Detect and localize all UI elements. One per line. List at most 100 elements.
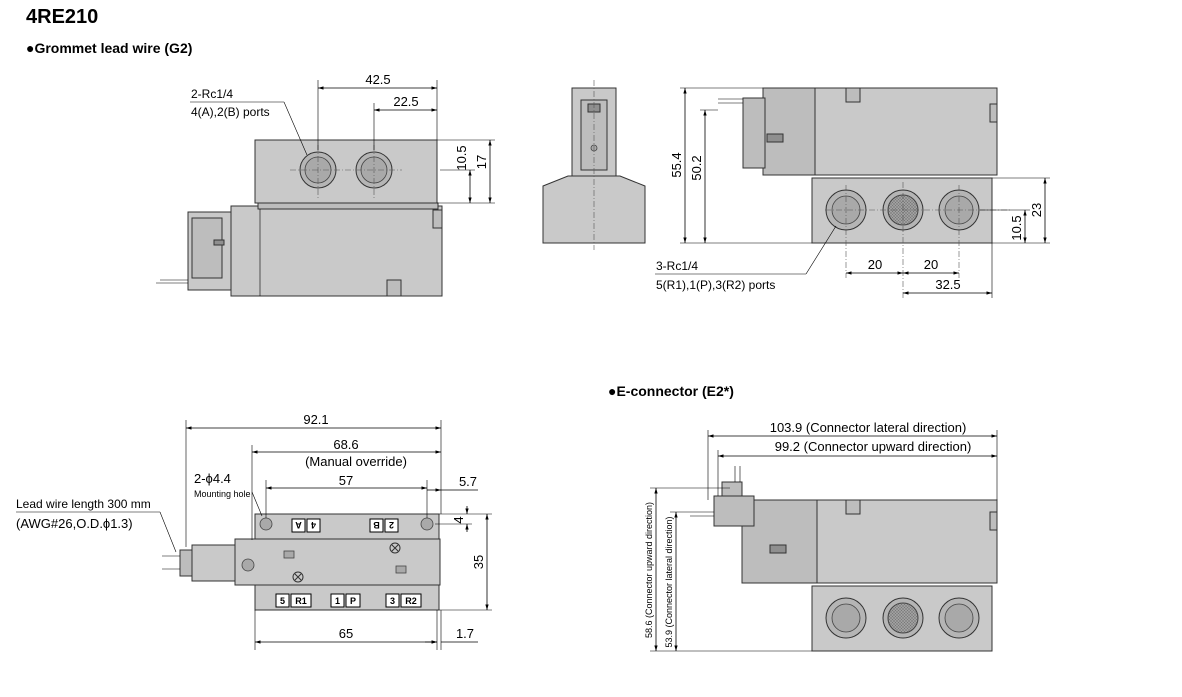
mark-text: 4 [311,520,316,530]
side-tab [845,87,861,103]
mark-box [306,518,321,533]
e-tab [845,499,861,515]
mark-text: 2 [389,520,394,530]
mark-box [290,593,312,608]
leader-line [805,225,837,275]
dim-22-5: 22.5 [393,94,418,109]
mark-box [330,593,345,608]
foot-tab [386,279,402,297]
port-mark-r1: 5 R1 [275,593,312,608]
mark-box [345,593,361,608]
dim-10-5-top: 10.5 [454,145,469,170]
mark-box [384,518,399,533]
dim-5-7: 5.7 [459,474,477,489]
dim-4: 4 [451,516,466,523]
e-end-tab [989,511,998,531]
side-indicator [766,133,784,143]
dim-53-9: 53.9 (Connector lateral direction) [664,516,674,647]
mark-box [400,593,422,608]
manual-override-label: (Manual override) [305,454,407,469]
leader-line [251,491,263,517]
ports-ab-note-2: 4(A),2(B) ports [191,105,270,119]
dim-20-right: 20 [924,257,938,272]
lead-wire-note-2: (AWG#26,O.D.ϕ1.3) [16,516,133,531]
manual-override-b [389,542,401,554]
mounting-hole-right [420,517,434,531]
leader-line [283,101,308,156]
ports-prr-note-1: 3-Rc1/4 [656,259,698,273]
e-port-inner [944,603,974,633]
valve-body [230,205,443,297]
end-cap-tab [432,209,443,229]
dim-58-6: 58.6 (Connector upward direction) [644,502,654,638]
mounting-hole-note-2: Mounting hole [194,489,251,499]
dim-20-left: 20 [868,257,882,272]
port-mark-r2: 3 R2 [385,593,422,608]
top-label-plate [283,550,295,559]
end-view-grommet [542,80,646,250]
top-body [234,538,441,586]
dim-23: 23 [1029,203,1044,217]
top-port-plate [254,513,440,540]
e-port-mesh [887,602,919,634]
dim-50-2: 50.2 [689,155,704,180]
gasket [257,202,439,210]
dim-99-2: 99.2 (Connector upward direction) [775,439,972,454]
dim-68-6: 68.6 [333,437,358,452]
side-solenoid [762,87,816,176]
manual-override-a [292,571,304,583]
dim-32-5: 32.5 [935,277,960,292]
front-view-grommet: 42.5 22.5 10.5 17 2-Rc1/4 4(A),2(B) port… [156,72,495,297]
mark-text: A [295,520,302,530]
e-connector-head [713,495,755,527]
section-title-grommet: ●Grommet lead wire (G2) [26,40,193,56]
e-indicator [769,544,787,554]
dim-42-5: 42.5 [365,72,390,87]
side-view-grommet: 55.4 50.2 10.5 23 20 20 32.5 3-Rc1/4 5(R… [655,87,1050,298]
dim-10-5-side: 10.5 [1009,215,1024,240]
mark-box [291,518,306,533]
dim-65: 65 [339,626,353,641]
port-mark-a: A 4 [291,518,321,533]
e-port-inner [831,603,861,633]
override-mark [294,573,302,581]
page-title: 4RE210 [26,6,99,28]
port-mark-p: 1 P [330,593,361,608]
side-end-tab [989,103,998,123]
dim-103-9: 103.9 (Connector lateral direction) [770,420,967,435]
top-label-plate [395,565,407,574]
ports-ab-note-1: 2-Rc1/4 [191,87,233,101]
top-view-grommet: A 4 B 2 5 R1 1 P 3 R2 [16,412,492,650]
mark-text: B [373,520,380,530]
mark-text: 5 [280,596,285,606]
ports-prr-note-2: 5(R1),1(P),3(R2) ports [656,278,775,292]
mark-text: R1 [295,596,307,606]
top-screw [241,558,255,572]
mark-text: 3 [390,596,395,606]
dim-35: 35 [471,555,486,569]
section-title-e-connector: ●E-connector (E2*) [608,383,734,399]
dim-57: 57 [339,473,353,488]
dim-55-4: 55.4 [669,152,684,177]
side-view-e-connector: 103.9 (Connector lateral direction) 99.2… [644,420,998,652]
mark-box [275,593,290,608]
dim-17: 17 [474,155,489,169]
dim-92-1: 92.1 [303,412,328,427]
grommet-connector [191,544,236,582]
grommet [179,549,193,577]
mounting-hole-note-1: 2-ϕ4.4 [194,471,231,486]
mark-box [369,518,384,533]
side-connector [742,97,766,169]
port-block-top [254,139,438,204]
mounting-hole-left [259,517,273,531]
mark-text: P [350,596,356,606]
lead-wire-note-1: Lead wire length 300 mm [16,497,151,511]
port-mark-b: B 2 [369,518,399,533]
e-connector-top [721,481,743,497]
mark-text: R2 [405,596,417,606]
leader-line [159,511,177,553]
indicator [213,239,225,246]
override-mark [391,544,399,552]
dim-1-7: 1.7 [456,626,474,641]
